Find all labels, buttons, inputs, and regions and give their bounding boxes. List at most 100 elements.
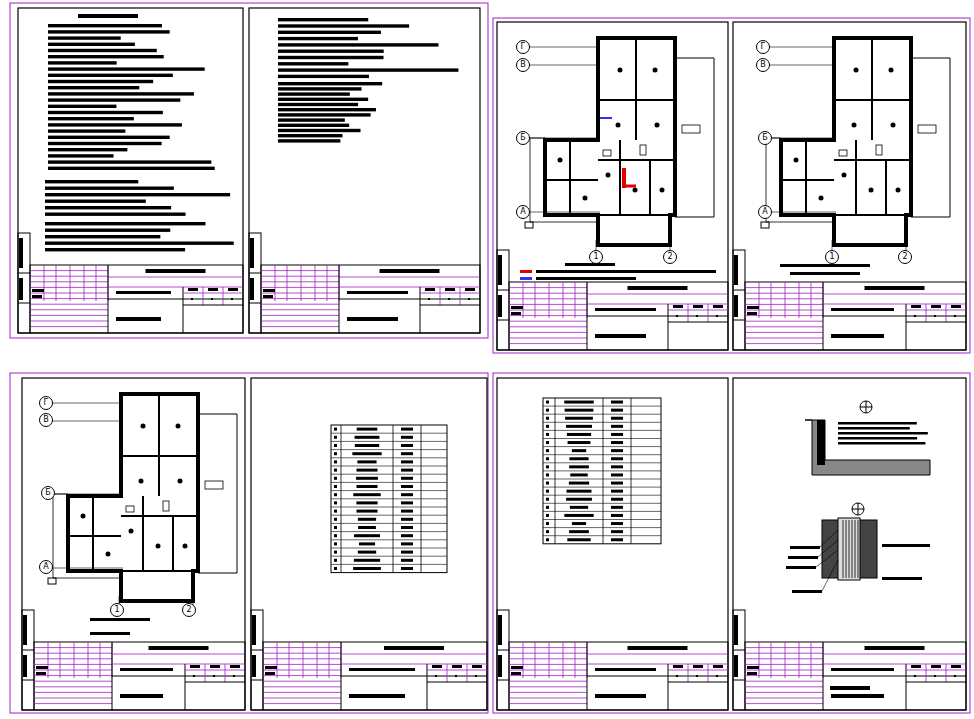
- drawn-line: [823, 316, 966, 317]
- text-bar: [193, 675, 195, 677]
- text-bar: [546, 465, 549, 468]
- text-bar: [48, 43, 135, 46]
- text-bar: [357, 428, 378, 431]
- drawn-line: [668, 682, 728, 683]
- grid-axis-label: 1: [593, 253, 598, 261]
- drawn-line: [331, 482, 447, 483]
- drawn-line: [587, 316, 728, 317]
- drawn-line: [112, 654, 245, 655]
- text-bar: [455, 675, 457, 677]
- drawn-line: [172, 516, 174, 571]
- drawn-line: [811, 642, 812, 678]
- text-bar: [951, 665, 961, 668]
- text-bar: [511, 666, 523, 669]
- text-bar: [567, 538, 590, 541]
- drawn-line: [84, 265, 85, 301]
- text-bar: [565, 409, 594, 412]
- text-bar: [428, 298, 430, 300]
- stair: [918, 125, 936, 133]
- room-mark: [178, 479, 183, 484]
- text-bar: [611, 473, 623, 476]
- red-mark: [622, 168, 626, 188]
- terrace: [53, 494, 121, 578]
- side-strip: [497, 250, 509, 350]
- drawn-line: [906, 670, 966, 671]
- drawn-line: [261, 326, 339, 327]
- text-bar: [546, 522, 549, 525]
- drawn-line: [543, 454, 661, 455]
- text-bar: [48, 92, 194, 95]
- text-bar: [914, 315, 916, 317]
- text-bar: [838, 422, 917, 425]
- text-bar: [45, 242, 234, 245]
- drawn-line: [822, 560, 838, 591]
- drawn-line: [843, 520, 844, 578]
- text-bar: [546, 441, 549, 444]
- drawn-line: [263, 681, 341, 682]
- drawn-line: [22, 680, 34, 681]
- room-mark: [842, 173, 847, 178]
- drawn-line: [759, 642, 760, 678]
- drawn-line: [287, 265, 288, 301]
- drawn-line: [52, 421, 123, 422]
- text-bar: [546, 433, 549, 436]
- drawn-line: [866, 401, 867, 413]
- drawn-line: [185, 682, 245, 683]
- drawn-line: [598, 214, 670, 216]
- text-bar: [45, 180, 138, 183]
- drawn-line: [34, 698, 112, 699]
- drawn-line: [30, 326, 108, 327]
- drawn-line: [823, 654, 966, 655]
- text-bar: [48, 167, 215, 170]
- drawn-line: [331, 523, 447, 524]
- drawn-line: [339, 287, 480, 288]
- drawn-line: [427, 664, 428, 710]
- grid-bubble: [40, 397, 53, 410]
- grid-axis-label: А: [43, 563, 48, 571]
- text-bar: [401, 444, 413, 447]
- text-bar: [278, 68, 458, 71]
- grid-bubbles: [40, 41, 912, 617]
- drawn-line: [30, 315, 108, 316]
- text-bar: [45, 187, 174, 190]
- text-bar: [356, 510, 377, 513]
- drawn-line: [926, 304, 927, 322]
- drawn-line: [261, 321, 339, 322]
- text-bar: [401, 460, 413, 463]
- text-bar: [611, 417, 623, 420]
- grid-axis-label: 1: [114, 606, 119, 614]
- text-bar: [568, 441, 591, 444]
- text-bar: [334, 518, 337, 521]
- text-bar: [465, 288, 475, 291]
- sheet: [733, 22, 966, 350]
- text-bar: [230, 665, 240, 668]
- terrace: [911, 58, 950, 217]
- text-bar: [334, 526, 337, 529]
- text-bar: [334, 559, 337, 562]
- text-bar: [263, 295, 273, 298]
- text-bar: [228, 288, 238, 291]
- drawn-line: [535, 642, 536, 678]
- drawn-line: [926, 664, 927, 682]
- drawn-line: [121, 455, 198, 457]
- text-bar: [48, 142, 162, 145]
- text-bar: [838, 427, 910, 430]
- text-bar: [611, 449, 623, 452]
- text-bar: [472, 665, 482, 668]
- sheet-border: [733, 378, 966, 710]
- drawn-line: [906, 310, 966, 311]
- text-bar: [334, 452, 337, 455]
- text-bar: [570, 473, 587, 476]
- grid-axis-label: Г: [44, 399, 49, 407]
- drawn-line: [858, 520, 859, 578]
- text-bar: [564, 514, 593, 517]
- drawn-line: [535, 282, 536, 318]
- text-bar: [569, 465, 589, 468]
- text-bar: [357, 460, 376, 463]
- sheet-code: [628, 286, 688, 290]
- grid-bubble: [517, 132, 530, 145]
- grid-axis-label: 2: [902, 253, 907, 261]
- room-mark: [852, 123, 857, 128]
- text-bar: [954, 675, 956, 677]
- grid-axis-label: В: [43, 416, 49, 424]
